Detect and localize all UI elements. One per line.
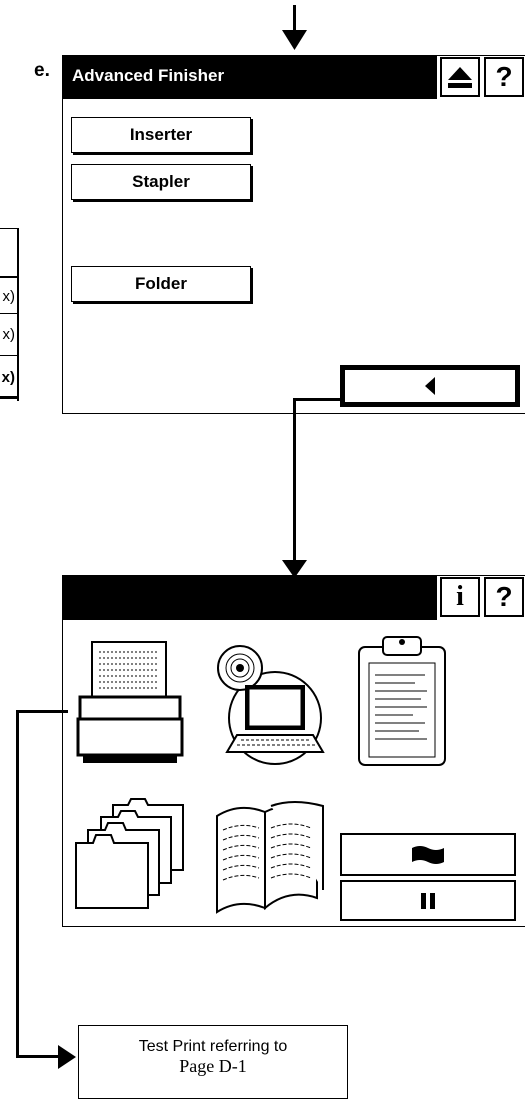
partial-table-row: x) bbox=[0, 277, 19, 314]
finisher-title-bar: Advanced Finisher bbox=[62, 55, 437, 99]
partial-table: x) x) x) bbox=[0, 228, 19, 401]
pause-icon bbox=[421, 893, 435, 909]
partial-table-row: x) bbox=[0, 314, 19, 356]
computer-cd-icon[interactable] bbox=[213, 640, 328, 765]
connector-line bbox=[293, 398, 296, 565]
folder-button[interactable]: Folder bbox=[71, 266, 251, 302]
help-icon: ? bbox=[495, 61, 512, 93]
flag-button[interactable] bbox=[340, 833, 516, 876]
partial-table-row: x) bbox=[0, 356, 19, 399]
stapler-button[interactable]: Stapler bbox=[71, 164, 251, 200]
test-print-box: Test Print referring to Page D-1 bbox=[78, 1025, 348, 1099]
left-arrow-icon bbox=[423, 377, 437, 395]
help-icon: ? bbox=[495, 581, 512, 613]
inserter-button[interactable]: Inserter bbox=[71, 117, 251, 153]
step-label: e. bbox=[34, 60, 50, 82]
eject-icon bbox=[447, 65, 473, 89]
connector-line bbox=[293, 398, 341, 401]
open-book-icon[interactable] bbox=[213, 798, 328, 915]
connector-line bbox=[16, 1055, 60, 1058]
finisher-title: Advanced Finisher bbox=[72, 66, 224, 85]
eject-button[interactable] bbox=[440, 57, 480, 97]
arrow-right-head bbox=[58, 1045, 76, 1069]
page-reference: Page D-1 bbox=[79, 1056, 347, 1077]
connector-line bbox=[16, 710, 68, 713]
finisher-screen bbox=[62, 55, 525, 414]
help-button[interactable]: ? bbox=[484, 57, 524, 97]
info-button[interactable]: i bbox=[440, 577, 480, 617]
folders-icon[interactable] bbox=[73, 795, 193, 910]
pause-button[interactable] bbox=[340, 880, 516, 921]
test-print-label: Test Print referring to bbox=[79, 1038, 347, 1056]
flag-icon bbox=[412, 845, 444, 865]
top-arrow-head bbox=[282, 30, 307, 50]
main-menu-title-bar bbox=[62, 575, 437, 620]
info-icon: i bbox=[456, 581, 464, 613]
connector-line bbox=[16, 710, 19, 1058]
help-button[interactable]: ? bbox=[484, 577, 524, 617]
clipboard-icon[interactable] bbox=[355, 633, 450, 768]
printer-icon[interactable] bbox=[75, 640, 185, 765]
back-button[interactable] bbox=[340, 365, 520, 407]
